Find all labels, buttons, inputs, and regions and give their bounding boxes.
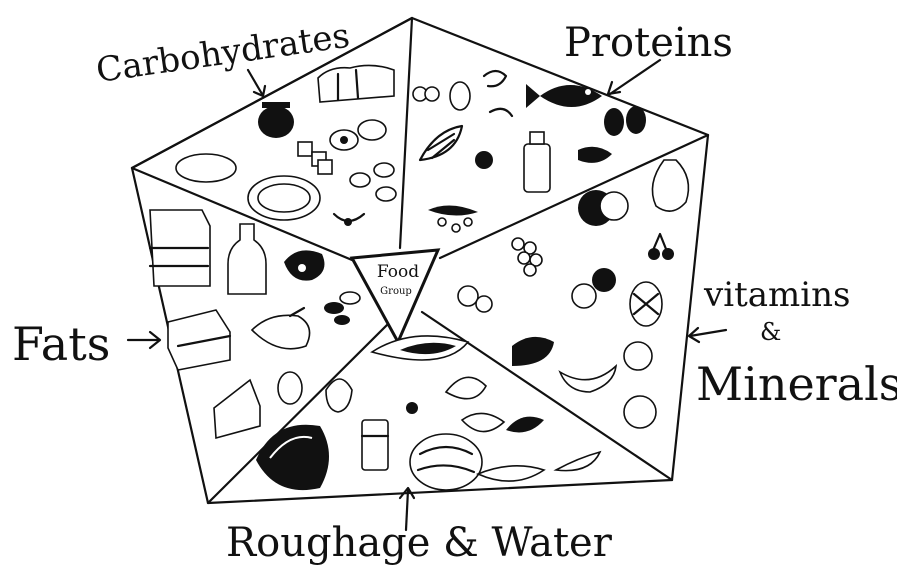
water-glass-icon (362, 420, 388, 470)
tomato-icon (572, 268, 616, 308)
meat-icon (284, 250, 324, 280)
fruit-icon (326, 379, 544, 432)
lemon-icon (458, 286, 492, 312)
label-vitamins-text: vitamins (703, 275, 850, 315)
seeds-icon (428, 151, 493, 232)
label-proteins-text: Proteins (564, 20, 733, 66)
chapati-icon (176, 154, 236, 182)
sugar-cubes-icon (298, 142, 332, 174)
banana-icon (560, 366, 616, 392)
corn-icon (420, 126, 462, 160)
egg-oval-icon (278, 372, 302, 404)
oil-bottle-icon (228, 224, 266, 294)
nuts-icon (324, 292, 360, 325)
watermelon-icon (256, 425, 329, 490)
leaves-icon (446, 377, 504, 431)
bowl-icon (334, 214, 364, 226)
label-fats-text: Fats (12, 317, 110, 371)
shrimp-icon (484, 71, 512, 116)
cream-icon (252, 308, 310, 349)
cucumber-icon (478, 466, 544, 481)
label-fats: Fats (12, 317, 160, 371)
cabbage-icon (410, 434, 482, 490)
cherry-icon (648, 234, 674, 260)
egg-icon (413, 82, 470, 110)
roughage-water-segment (256, 336, 600, 490)
label-proteins: Proteins (564, 20, 733, 94)
orange-icon (624, 342, 656, 428)
cheese-block-icon (168, 310, 230, 370)
label-minerals-text: Minerals (696, 357, 897, 411)
bean-pod-icon (556, 452, 600, 471)
vitamins-minerals-segment (458, 160, 688, 428)
peas-icon (578, 147, 612, 163)
beans-icon (604, 106, 646, 136)
bread-icon (318, 65, 394, 102)
cheese-icon (214, 380, 260, 438)
center-food-group: Food Group (352, 250, 438, 342)
label-carbohydrates: Carbohydrates (94, 16, 352, 96)
berries-icon (512, 337, 554, 366)
milk-bottle-icon (524, 132, 550, 192)
pot-icon (258, 102, 294, 138)
gourd-icon (372, 336, 468, 360)
label-roughage-text: Roughage & Water (226, 520, 613, 566)
butter-icon (150, 210, 210, 286)
pineapple-icon (630, 282, 662, 326)
label-carbohydrates-text: Carbohydrates (94, 16, 352, 91)
center-label-food: Food (377, 262, 419, 282)
rice-icon (248, 176, 320, 220)
potatoes-icon (350, 163, 396, 201)
label-vitamins-minerals: vitamins & Minerals (689, 275, 897, 411)
label-and-text: & (760, 318, 781, 346)
cake-roll-icon (330, 120, 386, 150)
carbohydrates-segment (176, 65, 396, 226)
apple-icon (578, 190, 628, 226)
pear-icon (652, 160, 688, 211)
center-label-group: Group (380, 286, 412, 297)
grapes-icon (512, 238, 542, 276)
